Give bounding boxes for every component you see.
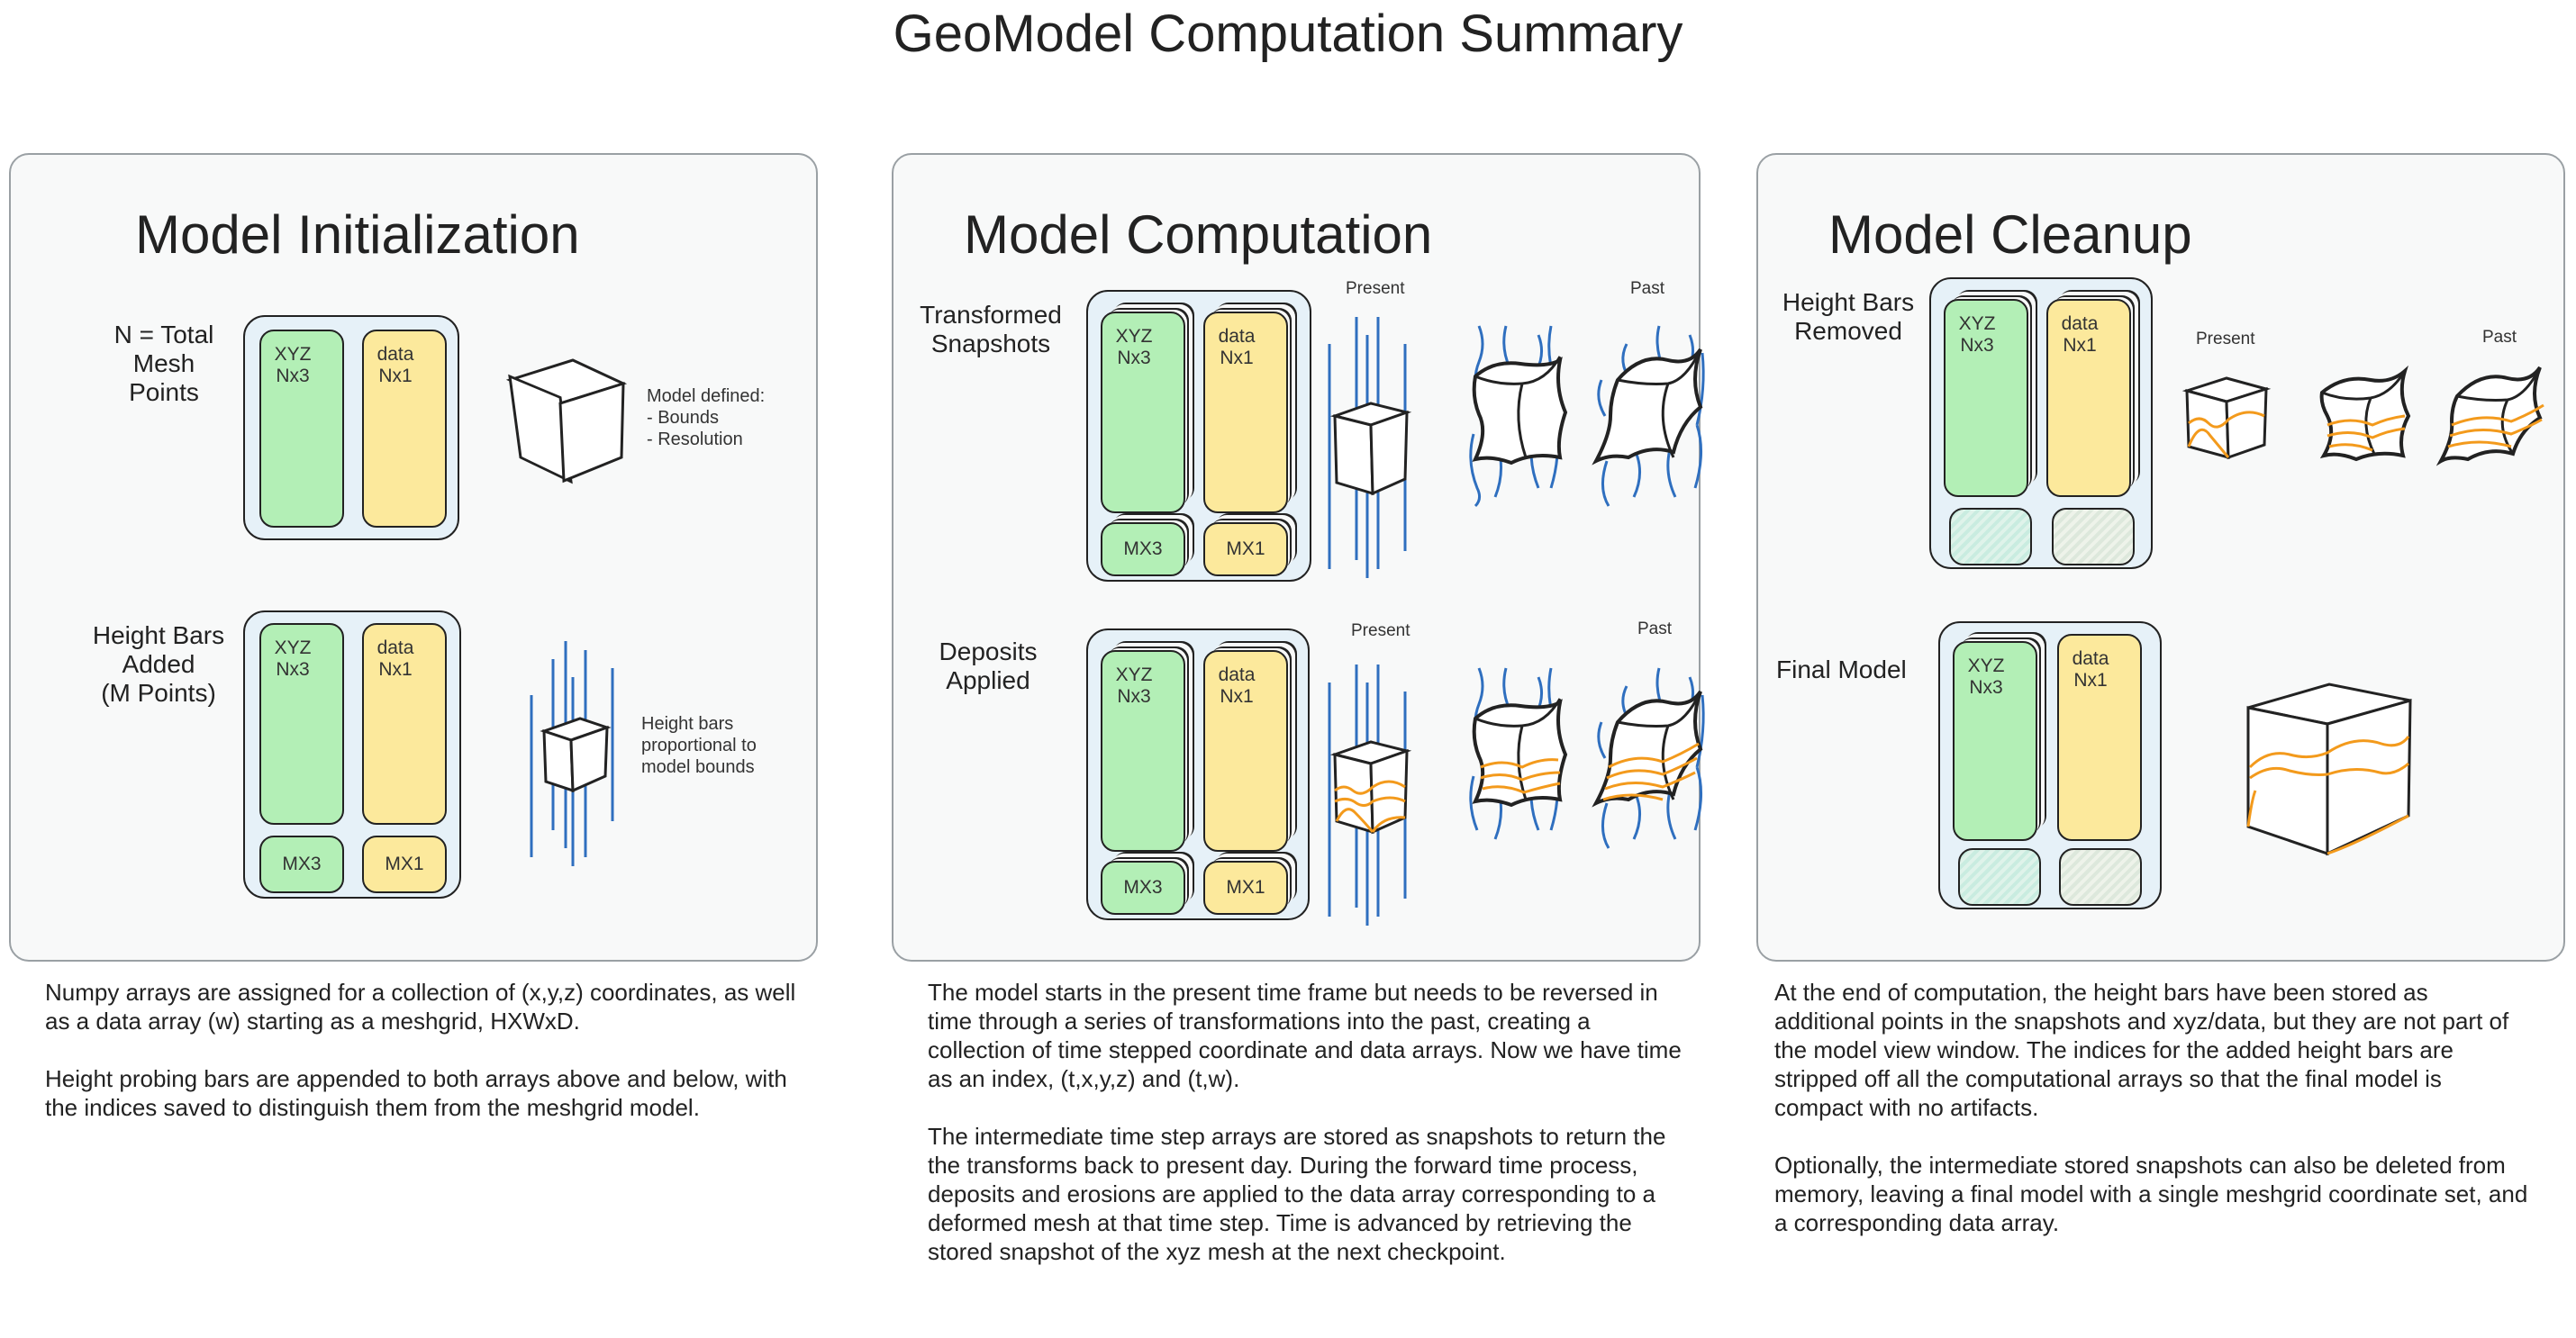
present-label: Present xyxy=(2196,330,2255,348)
removed-mx3-slot xyxy=(1958,848,2041,906)
description-cleanup: At the end of computation, the height ba… xyxy=(1774,978,2531,1266)
past-label: Past xyxy=(1630,279,1665,298)
array-group-init-bars: XYZ Nx3 data Nx1 MX3 MX1 xyxy=(243,610,461,899)
removed-mx3-slot xyxy=(1949,508,2032,565)
present-label: Present xyxy=(1346,279,1405,298)
mx3-array-label: MX3 xyxy=(1123,538,1163,559)
data-array: data Nx1 xyxy=(362,623,447,825)
past-label: Past xyxy=(2482,328,2517,347)
description-paragraph: Optionally, the intermediate stored snap… xyxy=(1774,1152,2528,1236)
present-cube-deposits-icon xyxy=(1328,664,1412,926)
past-label: Past xyxy=(1637,619,1673,638)
row-label-final-model: Final Model xyxy=(1776,655,1907,683)
past-deformed-cube-deposits-icon xyxy=(1592,667,1705,849)
xyz-array-label: XYZ Nx3 xyxy=(274,637,312,680)
removed-mx1-slot xyxy=(2059,848,2142,906)
final-model-cube-icon xyxy=(2246,683,2412,856)
data-array-stack: data Nx1 xyxy=(1203,312,1288,513)
mx1-array-label: MX1 xyxy=(1226,877,1265,898)
row-label-total-mesh-points: N = Total Mesh Points xyxy=(113,321,214,406)
xyz-array-label: XYZ Nx3 xyxy=(1967,655,2005,698)
data-array-stack: data Nx1 xyxy=(2046,299,2131,497)
xyz-array-label: XYZ Nx3 xyxy=(1115,664,1153,707)
xyz-array-label: XYZ Nx3 xyxy=(1115,326,1153,368)
description-paragraph: At the end of computation, the height ba… xyxy=(1774,979,2509,1121)
data-array: data Nx1 xyxy=(2057,634,2142,841)
model-defined-note: Model defined: - Bounds - Resolution xyxy=(647,386,766,449)
row-label-height-bars-removed: Height Bars Removed xyxy=(1782,288,1915,345)
data-array-label: data Nx1 xyxy=(2061,313,2099,356)
xyz-array-label: XYZ Nx3 xyxy=(1958,313,1996,356)
xyz-array-stack: XYZ Nx3 xyxy=(1101,650,1185,852)
array-group-snapshots: XYZ Nx3 data Nx1 MX3 MX1 xyxy=(1086,290,1311,582)
panel-model-initialization: Model Initialization N = Total Mesh Poin… xyxy=(9,153,818,962)
description-paragraph: The intermediate time step arrays are st… xyxy=(928,1123,1666,1265)
row-label-transformed-snapshots: Transformed Snapshots xyxy=(920,301,1062,357)
array-group-deposits: XYZ Nx3 data Nx1 MX3 MX1 xyxy=(1086,628,1310,920)
mx1-array: MX1 xyxy=(362,836,447,893)
deformed-cube-icon xyxy=(1469,325,1568,508)
xyz-array-stack: XYZ Nx3 xyxy=(1953,641,2037,841)
past-deformed-cube-cleaned-icon xyxy=(2435,366,2544,466)
description-paragraph: Numpy arrays are assigned for a collecti… xyxy=(45,979,796,1035)
description-paragraph: The model starts in the present time fra… xyxy=(928,979,1682,1092)
data-array-label: data Nx1 xyxy=(1218,664,1256,707)
array-group-init: XYZ Nx3 data Nx1 xyxy=(243,315,459,540)
mx1-array-stack: MX1 xyxy=(1203,861,1288,915)
removed-mx1-slot xyxy=(2052,508,2135,565)
deformed-cube-cleaned-icon xyxy=(2319,365,2411,462)
model-cube-icon xyxy=(505,358,628,484)
mx3-array-label: MX3 xyxy=(282,854,322,874)
data-array-label: data Nx1 xyxy=(376,344,414,386)
height-bars-note: Height bars proportional to model bounds xyxy=(641,714,757,777)
description-paragraph: Height probing bars are appended to both… xyxy=(45,1065,787,1121)
panel-model-cleanup: Model Cleanup Height Bars Removed XYZ Nx… xyxy=(1756,153,2565,962)
present-label: Present xyxy=(1351,621,1410,640)
present-cube-bars-icon xyxy=(1328,317,1412,578)
mx3-array-label: MX3 xyxy=(1123,877,1163,898)
panel-title: Model Computation xyxy=(964,204,1433,265)
row-label-height-bars-added: Height Bars Added (M Points) xyxy=(92,621,225,707)
xyz-array: XYZ Nx3 xyxy=(259,623,344,825)
xyz-array-stack: XYZ Nx3 xyxy=(1944,299,2028,497)
panel-model-computation: Model Computation Transformed Snapshots … xyxy=(892,153,1705,962)
xyz-array-label: XYZ Nx3 xyxy=(274,344,312,386)
height-bars-cube-icon xyxy=(530,641,614,866)
mx1-array-stack: MX1 xyxy=(1203,522,1288,576)
xyz-array: XYZ Nx3 xyxy=(259,330,344,528)
xyz-array-stack: XYZ Nx3 xyxy=(1101,312,1185,513)
data-array: data Nx1 xyxy=(362,330,447,528)
mx3-array-stack: MX3 xyxy=(1101,861,1185,915)
deformed-cube-deposits-icon xyxy=(1469,667,1568,840)
past-deformed-cube-icon xyxy=(1592,325,1705,507)
mx3-array-stack: MX3 xyxy=(1101,522,1185,576)
panel-title: Model Cleanup xyxy=(1828,204,2192,265)
page-title: GeoModel Computation Summary xyxy=(893,5,1683,63)
description-computation: The model starts in the present time fra… xyxy=(928,978,1684,1295)
row-label-deposits-applied: Deposits Applied xyxy=(939,637,1038,694)
data-array-stack: data Nx1 xyxy=(1203,650,1288,852)
description-initialization: Numpy arrays are assigned for a collecti… xyxy=(45,978,802,1151)
data-array-label: data Nx1 xyxy=(1218,326,1256,368)
data-array-label: data Nx1 xyxy=(376,637,414,680)
data-array-label: data Nx1 xyxy=(2072,648,2109,691)
mx3-array: MX3 xyxy=(259,836,344,893)
array-group-final: XYZ Nx3 data Nx1 xyxy=(1938,621,2162,909)
mx1-array-label: MX1 xyxy=(385,854,424,874)
panel-title: Model Initialization xyxy=(135,204,580,265)
present-cube-cleaned-icon xyxy=(2181,376,2272,460)
mx1-array-label: MX1 xyxy=(1226,538,1265,559)
array-group-cleanup: XYZ Nx3 data Nx1 xyxy=(1929,277,2153,569)
